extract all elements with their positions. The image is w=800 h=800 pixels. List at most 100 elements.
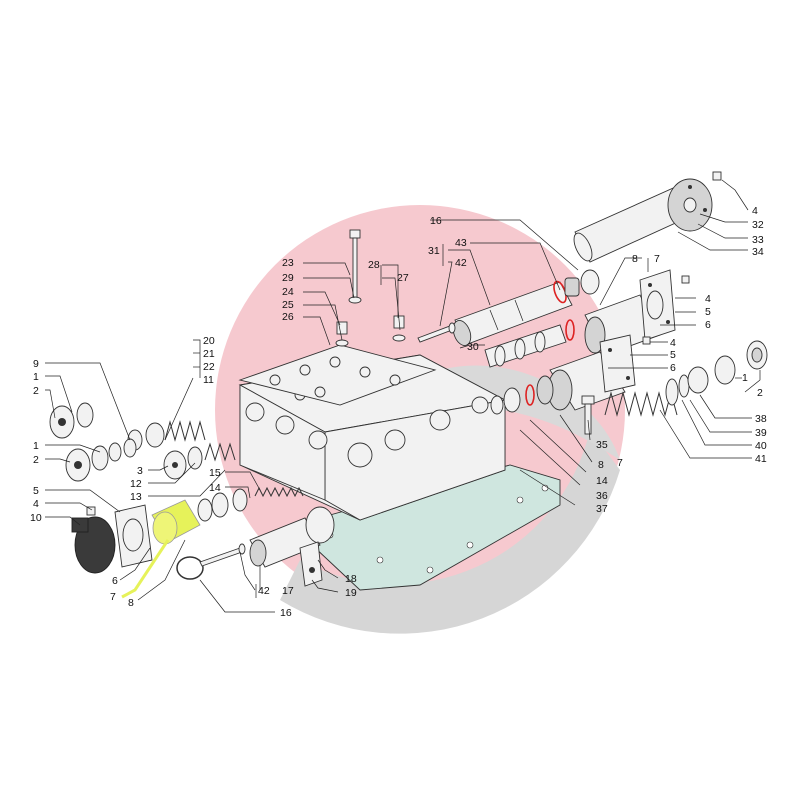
label-28: 28 (368, 259, 380, 271)
label-13: 13 (130, 491, 142, 503)
label-4: 4 (752, 205, 758, 217)
screw-4-top (712, 171, 722, 181)
cap-16 (564, 277, 580, 297)
screw-42-upper (417, 322, 456, 343)
label-8: 8 (128, 597, 134, 609)
label-7: 7 (654, 253, 660, 265)
screw-4-left (86, 506, 96, 516)
label-3: 3 (137, 465, 143, 477)
label-36: 36 (596, 490, 608, 502)
label-4: 4 (33, 498, 39, 510)
label-12: 12 (130, 478, 142, 490)
label-39: 39 (755, 427, 767, 439)
label-7: 7 (617, 457, 623, 469)
ring-1-left-middle (91, 445, 109, 471)
label-5: 5 (33, 485, 39, 497)
shaft-34 (573, 184, 694, 263)
label-1: 1 (33, 371, 39, 383)
ring-12 (187, 446, 203, 470)
label-7: 7 (110, 591, 116, 603)
spool-middle (490, 375, 554, 415)
label-16: 16 (280, 607, 292, 619)
label-18: 18 (345, 573, 357, 585)
label-42: 42 (455, 257, 467, 269)
spool-left-middle (108, 438, 137, 462)
label-33: 33 (752, 234, 764, 246)
washers-38-40 (665, 366, 709, 406)
label-8: 8 (632, 253, 638, 265)
bracket-18-19 (299, 541, 323, 587)
screw-4-right-middle (642, 336, 651, 345)
housing-6-left (114, 504, 153, 568)
spring-11 (164, 420, 206, 442)
label-23: 23 (282, 257, 294, 269)
piston-17 (249, 506, 335, 568)
part-labels: 4 32 33 34 16 43 31 42 23 29 24 25 26 28… (30, 205, 767, 619)
label-38: 38 (755, 413, 767, 425)
label-30: 30 (467, 341, 479, 353)
ring-1-left-top (76, 402, 94, 428)
label-42: 42 (258, 585, 270, 597)
label-19: 19 (345, 587, 357, 599)
label-6: 6 (670, 362, 676, 374)
label-40: 40 (755, 440, 767, 452)
leader-lines (45, 179, 761, 613)
label-16: 16 (430, 215, 442, 227)
housing-upper-right (584, 269, 676, 356)
gasket-plate (311, 464, 561, 591)
plug-3 (163, 450, 187, 480)
label-1: 1 (33, 440, 39, 452)
valve-spool-31 (452, 281, 573, 346)
long-bolt-23 (348, 229, 362, 304)
label-20: 20 (203, 335, 215, 347)
spring-14 (254, 486, 304, 498)
label-4: 4 (705, 293, 711, 305)
label-6: 6 (705, 319, 711, 331)
screw-4-right-upper (681, 275, 690, 284)
screw-42-lower (199, 543, 246, 567)
seal-ring-16 (580, 269, 600, 295)
label-8: 8 (598, 459, 604, 471)
label-22: 22 (203, 361, 215, 373)
cap-1-right (714, 355, 736, 385)
label-1: 1 (742, 372, 748, 384)
label-5: 5 (670, 349, 676, 361)
plug-2-left-middle (65, 448, 91, 482)
label-29: 29 (282, 272, 294, 284)
plug-2-left-top (49, 405, 75, 439)
label-11: 11 (203, 374, 214, 386)
label-2: 2 (757, 387, 763, 399)
housing-middle-right (547, 334, 636, 411)
label-27: 27 (397, 272, 409, 284)
spring-41 (604, 391, 678, 417)
spring-13 (204, 442, 236, 462)
label-14: 14 (209, 482, 221, 494)
highlight-leader-7 (121, 539, 170, 599)
label-2: 2 (33, 454, 39, 466)
label-6: 6 (112, 575, 118, 587)
label-4: 4 (670, 337, 676, 349)
label-21: 21 (203, 348, 215, 360)
label-5: 5 (705, 306, 711, 318)
piston-spool-30 (484, 319, 575, 368)
label-9: 9 (33, 358, 39, 370)
label-43: 43 (455, 237, 467, 249)
label-2: 2 (33, 385, 39, 397)
label-15: 15 (209, 467, 221, 479)
label-35: 35 (596, 439, 608, 451)
label-31: 31 (428, 245, 440, 257)
label-24: 24 (282, 286, 294, 298)
label-26: 26 (282, 311, 294, 323)
label-10: 10 (30, 512, 42, 524)
o-ring-16-lower (176, 556, 204, 580)
bolt-35 (581, 395, 595, 435)
highlighted-part-8 (151, 499, 201, 545)
label-17: 17 (282, 585, 294, 597)
cover-10 (71, 516, 116, 574)
label-41: 41 (755, 453, 767, 465)
upper-cover (238, 344, 437, 406)
plug-2-right (746, 340, 768, 370)
label-14: 14 (596, 475, 608, 487)
